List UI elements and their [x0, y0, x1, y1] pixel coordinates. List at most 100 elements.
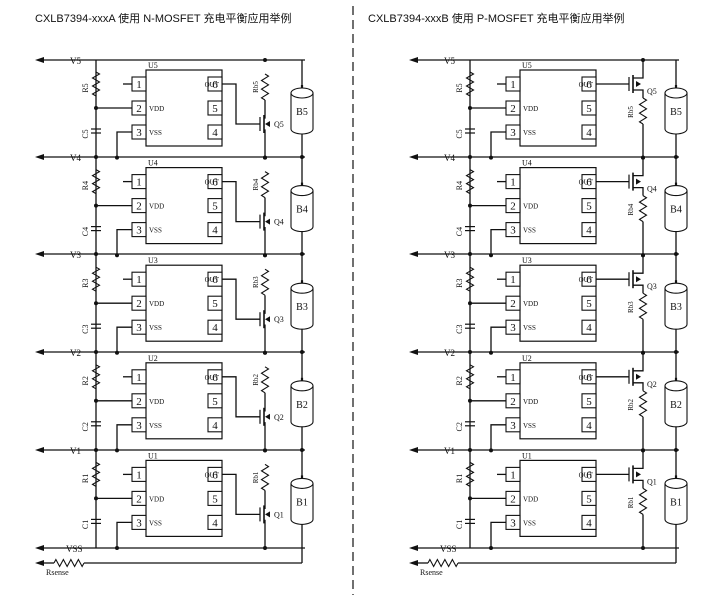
pin-name-out: OUT	[579, 81, 594, 89]
junction-dot	[263, 350, 267, 355]
rail-arrow	[409, 57, 418, 63]
junction-dot	[489, 448, 493, 453]
vss-wire	[116, 326, 132, 353]
pin-number: 5	[586, 493, 592, 505]
junction-dot	[94, 301, 98, 306]
pin-number: 3	[510, 322, 516, 334]
pmos-drain-Q2	[633, 382, 644, 391]
resistor-label-R2: R2	[455, 376, 464, 385]
pin-number: 4	[586, 127, 592, 139]
resistor-label-R3: R3	[455, 279, 464, 288]
rail-arrow	[409, 349, 418, 355]
resistor-R1	[465, 461, 475, 487]
resistor-R1	[91, 461, 101, 487]
vss-wire	[116, 424, 132, 451]
nmos-arrow-Q4	[265, 218, 270, 225]
junction-dot	[489, 350, 493, 355]
resistor-Rb1	[260, 463, 270, 491]
pin-name-vss: VSS	[523, 324, 536, 332]
capacitor-label-C2: C2	[81, 422, 90, 431]
pin-number: 4	[586, 225, 592, 237]
gate-wire	[222, 83, 260, 125]
pin-number: 2	[510, 201, 516, 213]
resistor-label-R5: R5	[455, 83, 464, 92]
pin-number: 1	[510, 372, 516, 384]
pmos-arrow-Q4	[636, 178, 641, 185]
junction-dot	[468, 155, 472, 159]
vss-wire	[116, 228, 132, 256]
rail-label-V3: V3	[70, 250, 81, 260]
battery-top	[290, 477, 314, 489]
nmos-drain-Q2	[264, 392, 266, 412]
pin-number: 5	[586, 103, 592, 115]
pin-number: 6	[586, 274, 592, 286]
panel-n-mosfet: V5V4V3V2V1VSSRsenseU5123654VDDVSSOUTR5C5…	[35, 56, 314, 577]
pin-number: 4	[586, 322, 592, 334]
gate-wire	[222, 376, 260, 418]
pin-number: 1	[510, 79, 516, 91]
pin-name-out: OUT	[579, 276, 594, 284]
resistor-label-Rb2: Rb2	[252, 373, 260, 385]
junction-dot	[641, 350, 645, 355]
pin-number: 6	[212, 469, 218, 481]
pin-number: 4	[586, 517, 592, 529]
pin-number: 2	[510, 103, 516, 115]
battery-label: B4	[296, 205, 308, 216]
rail-label-V4: V4	[70, 153, 81, 163]
transistor-label-Q2: Q2	[647, 380, 657, 389]
title-n-mosfet: CXLB7394-xxxA 使用 N-MOSFET 充电平衡应用举例	[35, 11, 292, 25]
pin-number: 5	[586, 298, 592, 310]
nmos-drain-Q5	[264, 100, 266, 119]
pin-name-vdd: VDD	[149, 300, 164, 308]
battery-top	[664, 380, 688, 392]
junction-dot	[641, 253, 645, 258]
sense-resistor	[53, 558, 85, 568]
pin-number: 4	[212, 420, 218, 432]
junction-dot	[641, 546, 645, 550]
battery-label: B4	[670, 205, 682, 216]
junction-dot	[94, 398, 98, 403]
ic-ref-U3: U3	[148, 256, 158, 265]
battery-top	[290, 282, 314, 294]
pin-number: 3	[510, 127, 516, 139]
pin-number: 3	[136, 420, 142, 432]
pin-number: 3	[136, 225, 142, 237]
resistor-Rb4	[638, 195, 648, 223]
transistor-label-Q2: Q2	[274, 413, 284, 422]
pin-number: 1	[136, 372, 142, 384]
pin-number: 3	[510, 517, 516, 529]
junction-dot	[94, 203, 98, 208]
vss-wire	[490, 326, 506, 353]
junction-dot	[263, 253, 267, 258]
rail-label-V2: V2	[70, 348, 81, 358]
junction-dot	[115, 350, 119, 355]
ic-ref-U1: U1	[522, 451, 532, 460]
pin-name-vdd: VDD	[523, 398, 538, 406]
resistor-Rb2	[638, 390, 648, 418]
pin-name-out: OUT	[205, 471, 220, 479]
resistor-label-R3: R3	[81, 279, 90, 288]
pmos-drain-Q5	[633, 89, 644, 98]
resistor-label-Rb2: Rb2	[627, 398, 635, 410]
junction-dot	[468, 448, 472, 452]
resistor-label-R1: R1	[455, 474, 464, 483]
rail-arrow	[35, 545, 44, 551]
resistor-label-Rb1: Rb1	[627, 496, 635, 508]
ic-ref-U5: U5	[522, 61, 532, 70]
pin-name-vss: VSS	[523, 227, 536, 235]
battery-top	[290, 87, 314, 99]
pin-name-vss: VSS	[523, 129, 536, 137]
nmos-source-Q4	[264, 226, 266, 256]
resistor-label-R2: R2	[81, 376, 90, 385]
pmos-source-Q4	[633, 157, 644, 177]
junction-dot	[468, 106, 472, 110]
pin-number: 3	[136, 322, 142, 334]
pin-number: 2	[136, 493, 142, 505]
gate-wire	[222, 278, 260, 320]
pin-number: 5	[586, 396, 592, 408]
rail-arrow	[35, 560, 44, 566]
battery-body	[664, 190, 688, 233]
ic-ref-U4: U4	[148, 159, 158, 168]
resistor-label-Rb5: Rb5	[627, 106, 635, 118]
rail-label-VSS: VSS	[66, 544, 83, 554]
